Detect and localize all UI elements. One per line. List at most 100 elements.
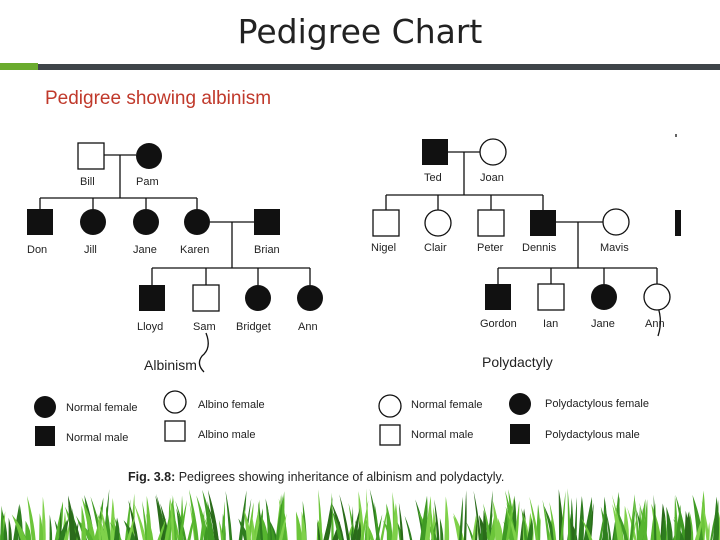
grass-blade <box>473 490 482 540</box>
grass-blade <box>483 503 491 540</box>
grass-blade <box>701 500 710 540</box>
grass-blade <box>59 507 62 540</box>
name-bridget: Bridget <box>236 321 271 333</box>
title-accent-bar <box>0 63 38 70</box>
grass-blade <box>97 516 102 540</box>
grass-blade <box>505 507 518 540</box>
grass-blade <box>386 503 393 540</box>
grass-blade <box>187 512 195 540</box>
grass-blade <box>651 503 662 540</box>
gordon-symbol <box>485 284 511 310</box>
grass-blade <box>694 518 702 540</box>
grass-blade <box>275 495 283 540</box>
grass-blade <box>323 508 333 540</box>
sam-symbol <box>192 284 220 312</box>
don-symbol <box>27 209 53 235</box>
grass-blade <box>113 517 120 540</box>
grass-blade <box>713 496 720 540</box>
legend-normal-male-symbol <box>35 426 55 446</box>
grass-blade <box>374 502 380 540</box>
name-jane-albinism: Jane <box>133 244 157 256</box>
slide-title: Pedigree Chart <box>237 12 483 51</box>
clair-symbol <box>424 209 452 237</box>
grass-blade <box>164 514 172 540</box>
grass-blade <box>68 495 76 540</box>
name-joan: Joan <box>480 172 504 184</box>
jill-symbol <box>80 209 106 235</box>
ann-polydactyly-symbol <box>643 283 671 311</box>
grass-blade <box>189 489 199 540</box>
grass-blade <box>157 517 167 540</box>
name-ann-polydactyly: Ann <box>645 318 665 330</box>
legend-albino-male-symbol <box>164 420 186 442</box>
grass-blade <box>99 505 109 540</box>
name-peter: Peter <box>477 242 504 254</box>
grass-blade <box>351 508 360 540</box>
legend-normal-female-symbol <box>34 396 56 418</box>
name-ann-albinism: Ann <box>298 321 318 333</box>
name-jane-polydactyly: Jane <box>591 318 615 330</box>
grass-blade <box>439 517 444 540</box>
grass-blade <box>8 517 12 540</box>
polydactyly-caption: Polydactyly <box>482 354 553 370</box>
grass-blade <box>295 511 302 540</box>
grass-blade <box>430 505 434 540</box>
grass-blade <box>171 494 178 540</box>
name-brian: Brian <box>254 244 280 256</box>
grass-blade <box>398 502 404 540</box>
grass-blade <box>466 521 474 540</box>
grass-blade <box>175 500 187 540</box>
grass-blade <box>25 520 32 540</box>
grass-blade <box>675 494 687 540</box>
grass-blade <box>126 515 135 540</box>
grass-blade <box>424 495 432 540</box>
dennis-symbol <box>530 210 556 236</box>
grass-blade <box>601 515 607 540</box>
grass-blade <box>684 510 690 540</box>
albinism-caption: Albinism <box>144 357 197 373</box>
grass-blade <box>81 497 96 540</box>
grass-blade <box>521 508 528 540</box>
legend-normal-female-polydactyly: Normal female <box>411 399 483 411</box>
grass-blade <box>27 495 36 540</box>
grass-blade <box>574 496 577 540</box>
grass-blade <box>331 503 344 540</box>
grass-blade <box>207 500 212 540</box>
grass-blade <box>142 500 148 540</box>
grass-blade <box>49 514 53 540</box>
name-bill: Bill <box>80 176 95 188</box>
name-pam: Pam <box>136 176 159 188</box>
name-don: Don <box>27 244 47 256</box>
grass-blade <box>318 489 323 540</box>
grass-blade <box>474 519 478 540</box>
grass-blade <box>706 521 710 540</box>
grass-blade <box>492 500 500 540</box>
legend-polydactylous-male: Polydactylous male <box>545 429 640 441</box>
pedigree-subtitle: Pedigree showing albinism <box>45 88 272 109</box>
grass-blade <box>380 507 388 540</box>
jane-polydactyly-symbol <box>591 284 617 310</box>
brian-symbol <box>254 209 280 235</box>
legend-poly-normal-female-symbol <box>378 394 402 418</box>
grass-blade <box>73 521 79 540</box>
grass-blade <box>178 499 188 540</box>
grass-blade <box>243 508 252 540</box>
grass-blade <box>675 504 681 540</box>
grass-blade <box>207 505 219 540</box>
grass-blade <box>458 496 463 540</box>
grass-blade <box>225 490 233 540</box>
legend-albino-female: Albino female <box>198 399 265 411</box>
name-mavis: Mavis <box>600 242 629 254</box>
ian-symbol <box>537 283 565 311</box>
name-lloyd: Lloyd <box>137 321 163 333</box>
grass-blade <box>634 497 640 540</box>
nigel-symbol <box>372 209 400 237</box>
grass-blade <box>560 490 566 540</box>
legend-albino-male: Albino male <box>198 429 255 441</box>
name-karen: Karen <box>180 244 209 256</box>
figure-caption-text: Pedigrees showing inheritance of albinis… <box>175 470 504 484</box>
legend-polydactylous-male-symbol <box>510 424 530 444</box>
grass-blade <box>544 505 556 540</box>
grass-blade <box>581 518 593 540</box>
